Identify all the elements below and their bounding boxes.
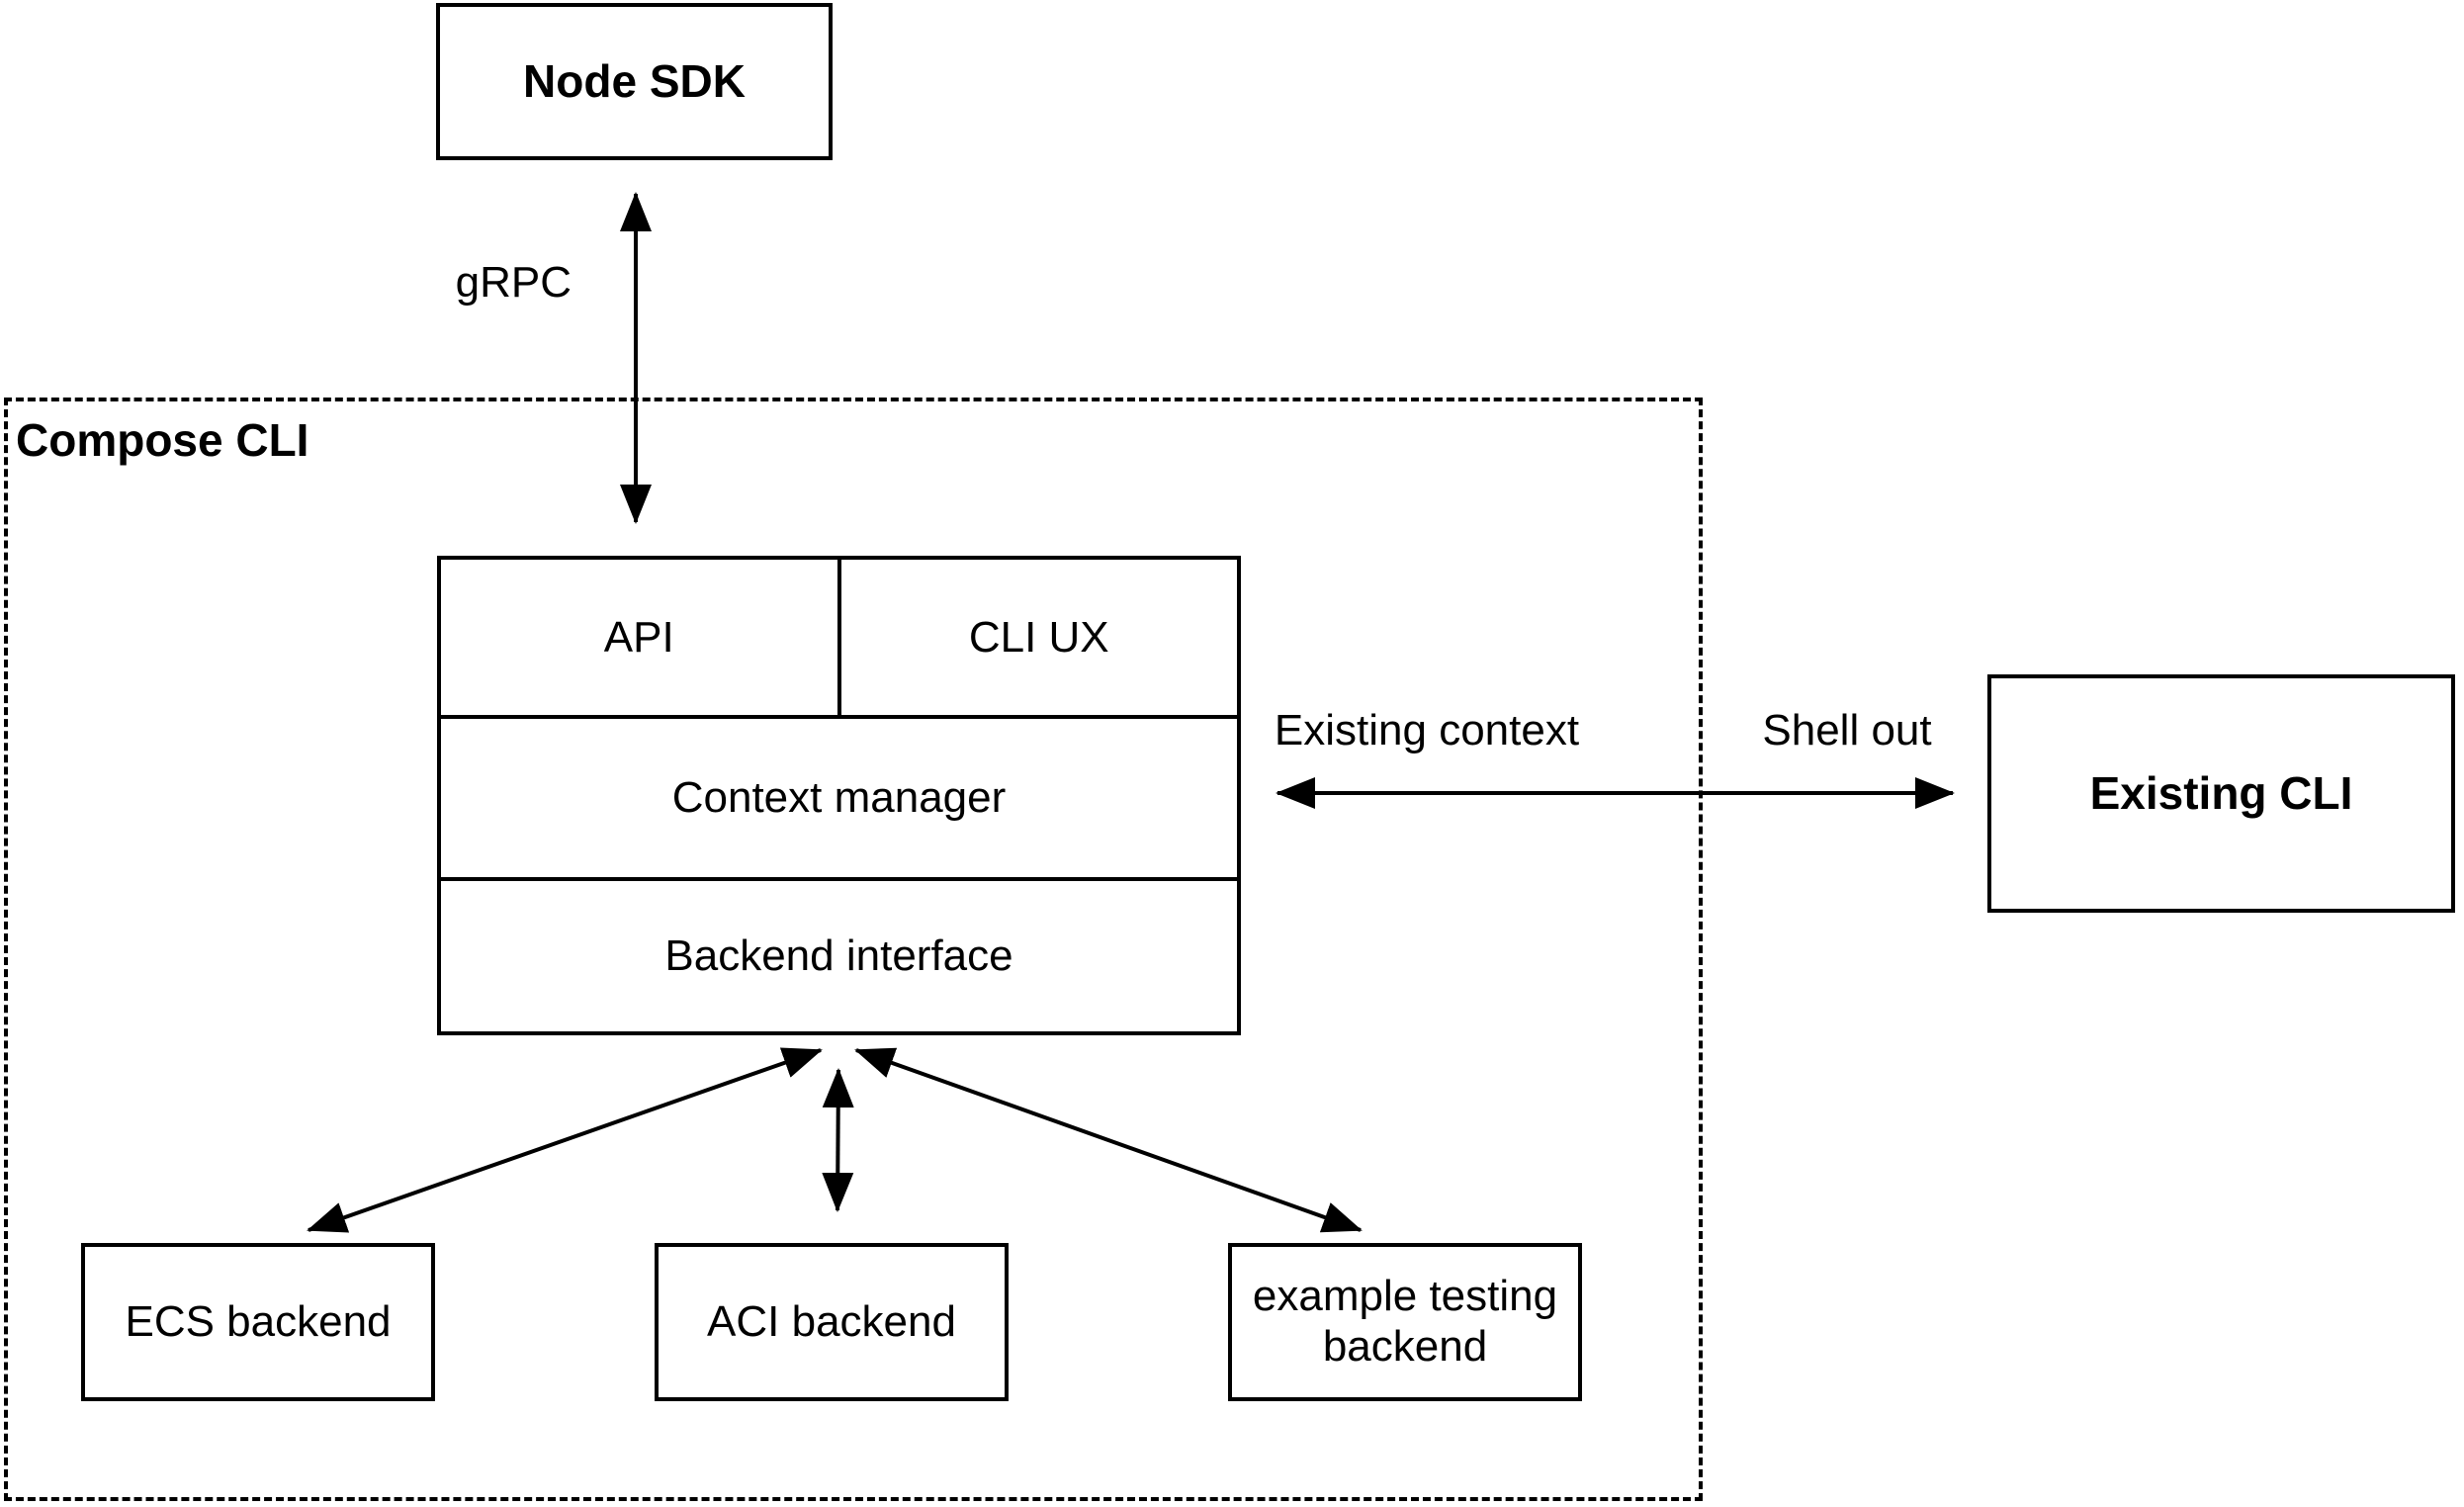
compose-cli-group-label: Compose CLI: [16, 414, 309, 466]
ecs-backend-label: ECS backend: [125, 1296, 392, 1346]
node-sdk-label: Node SDK: [523, 55, 746, 108]
aci-backend-box: ACI backend: [655, 1243, 1009, 1401]
example-testing-backend-box: example testing backend: [1228, 1243, 1582, 1401]
node-sdk-box: Node SDK: [436, 3, 833, 160]
api-cell: API: [441, 560, 841, 715]
backend-interface-cell: Backend interface: [441, 881, 1237, 1031]
backend-interface-label: Backend interface: [664, 931, 1013, 980]
context-manager-cell: Context manager: [441, 719, 1237, 881]
existing-cli-label: Existing CLI: [2089, 767, 2353, 820]
grpc-edge-label: gRPC: [455, 258, 572, 307]
cli-core-top-row: API CLI UX: [441, 560, 1237, 719]
existing-cli-box: Existing CLI: [1987, 674, 2455, 913]
api-label: API: [603, 612, 674, 662]
example-testing-backend-label: example testing backend: [1252, 1272, 1558, 1371]
shell-out-edge-label: Shell out: [1762, 706, 1932, 754]
context-manager-label: Context manager: [671, 773, 1007, 822]
compose-cli-group: Compose CLI: [4, 398, 1703, 1501]
cli-ux-cell: CLI UX: [841, 560, 1238, 715]
ecs-backend-box: ECS backend: [81, 1243, 435, 1401]
aci-backend-label: ACI backend: [707, 1296, 956, 1346]
existing-context-edge-label: Existing context: [1274, 706, 1580, 754]
cli-core-box: API CLI UX Context manager Backend inter…: [437, 556, 1241, 1035]
cli-ux-label: CLI UX: [968, 612, 1109, 662]
